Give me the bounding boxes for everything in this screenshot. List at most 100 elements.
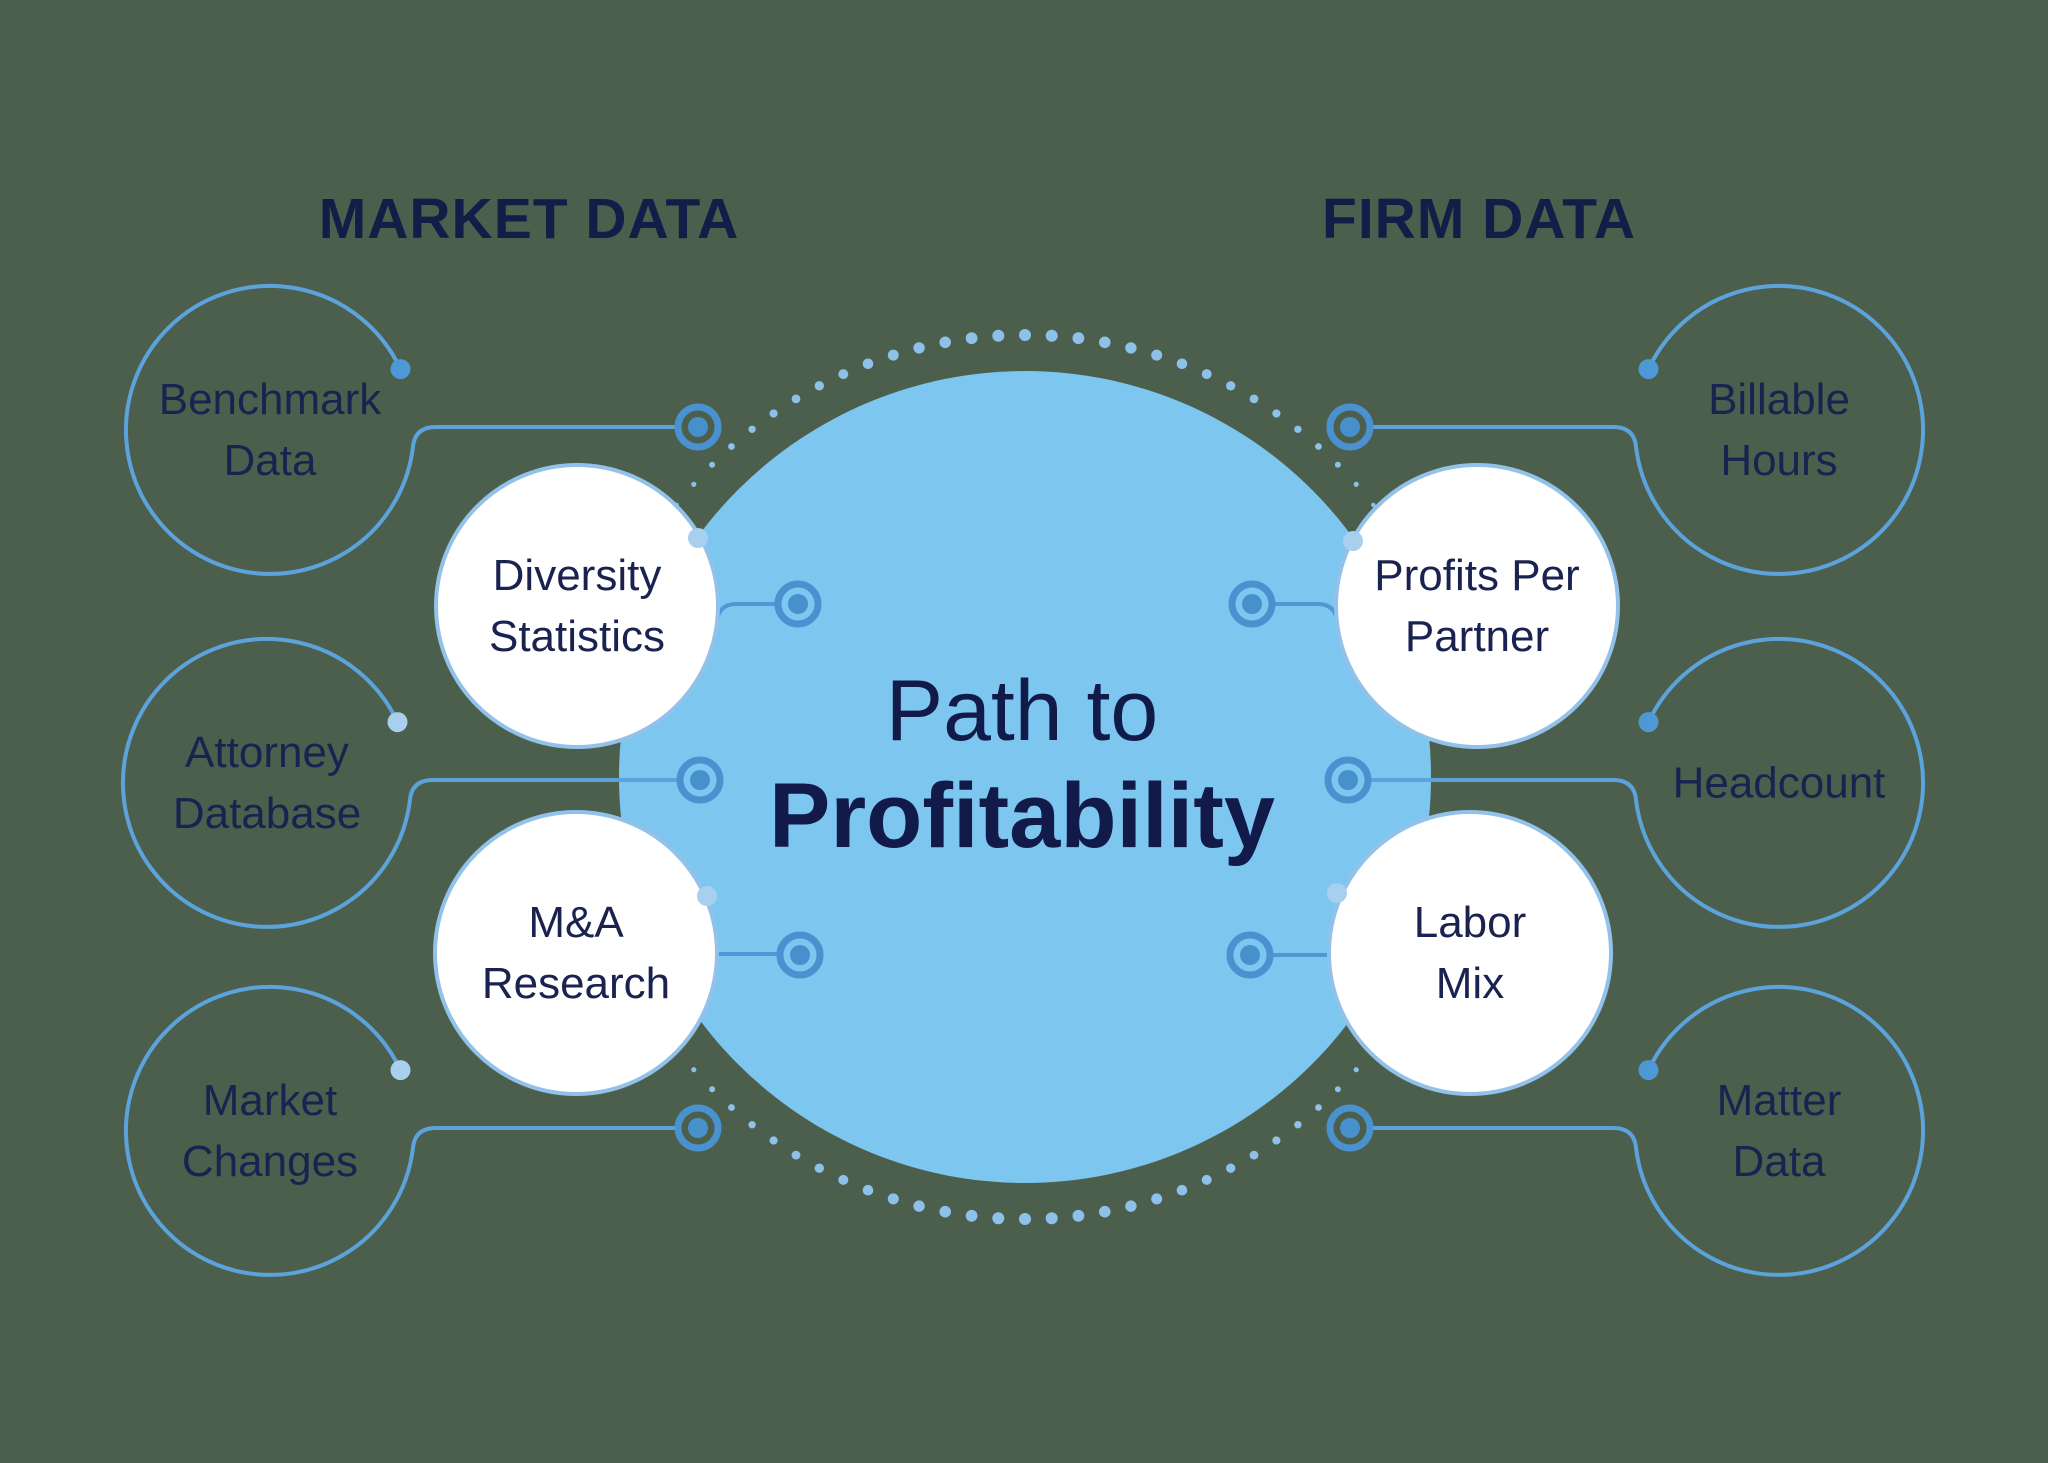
- arc-dot: [769, 1136, 778, 1145]
- arc-dot: [862, 358, 874, 370]
- arc-dot: [1315, 443, 1322, 450]
- node-attorney-line1: Attorney: [185, 728, 349, 777]
- connector-ring-matter: [1326, 1104, 1374, 1152]
- accent-dots: [688, 528, 1363, 906]
- metric-labor-mix: Labor Mix: [1414, 892, 1527, 1014]
- arc-dot: [992, 329, 1005, 342]
- center-title-line2: Profitability: [768, 765, 1276, 867]
- arc-dot: [791, 1150, 801, 1160]
- connector-ring-labor-mix: [1226, 931, 1274, 979]
- node-benchmark-line2: Data: [223, 436, 317, 485]
- arc-dot: [862, 1184, 874, 1196]
- arc-dot: [748, 425, 756, 433]
- node-billable-line2: Hours: [1720, 436, 1838, 485]
- arc-dot: [1249, 1150, 1259, 1160]
- metric-labor-line2: Mix: [1435, 959, 1505, 1008]
- ring-outer-profits: [1228, 580, 1276, 628]
- end-dot-benchmark-data: [390, 359, 411, 380]
- ring-dot-labor-mix: [1240, 945, 1260, 965]
- arc-dot: [1249, 394, 1259, 404]
- metric-profits-per-partner: Profits Per Partner: [1374, 545, 1579, 667]
- arc-dot: [1125, 342, 1137, 354]
- node-matter-data: Matter Data: [1717, 1070, 1842, 1192]
- arc-dot: [1353, 481, 1359, 487]
- end-dot-attorney-database: [387, 712, 408, 733]
- arc-dot: [1151, 349, 1163, 361]
- connector-rings: [674, 403, 1374, 1152]
- arc-dot: [769, 409, 778, 418]
- node-benchmark-line1: Benchmark: [158, 375, 382, 424]
- node-billable-line1: Billable: [1708, 375, 1850, 424]
- outer-circles: [120, 283, 1926, 1277]
- connector-ring-ma-research: [776, 931, 824, 979]
- arc-dot: [691, 1067, 697, 1073]
- metric-ma-research: M&A Research: [482, 892, 670, 1014]
- arc-dot: [838, 1174, 849, 1185]
- dotted-arc-top: [674, 329, 1376, 508]
- ring-dot-headcount: [1338, 770, 1358, 790]
- arc-dot: [1201, 1174, 1212, 1185]
- circle-profits-per-partner: [1334, 463, 1620, 749]
- circle-attorney-database: [120, 636, 680, 929]
- metric-profits-line2: Partner: [1404, 612, 1550, 661]
- metric-diversity-statistics: Diversity Statistics: [489, 545, 665, 667]
- node-market-changes-line1: Market: [202, 1076, 338, 1125]
- arc-dot: [1315, 1104, 1322, 1111]
- arc-dot: [814, 1163, 824, 1173]
- accent-dot: [697, 886, 717, 906]
- accent-dot: [688, 528, 708, 548]
- metric-diversity-line2: Statistics: [488, 612, 666, 661]
- ring-dot-profits: [1242, 594, 1262, 614]
- arc-dot: [1099, 336, 1111, 349]
- arc-dot: [1226, 381, 1236, 391]
- arc-dot: [1226, 1163, 1236, 1173]
- arc-dot: [887, 1193, 899, 1205]
- ring-dot-billable: [1340, 417, 1360, 437]
- metric-labor-line1: Labor: [1413, 898, 1527, 947]
- node-headcount: Headcount: [1673, 753, 1886, 814]
- arc-dot: [748, 1121, 756, 1129]
- metric-diversity-line1: Diversity: [492, 551, 662, 600]
- heading-firm-data: FIRM DATA: [1322, 187, 1636, 251]
- arc-dot: [1099, 1205, 1111, 1218]
- arc-dot: [1334, 461, 1341, 468]
- node-matter-line1: Matter: [1716, 1076, 1842, 1125]
- arc-dot: [913, 342, 925, 354]
- arc-dot: [1176, 1184, 1188, 1196]
- node-headcount-line1: Headcount: [1672, 758, 1886, 808]
- central-circle: [619, 371, 1431, 1183]
- node-market-changes: Market Changes: [182, 1070, 358, 1192]
- metric-profits-line1: Profits Per: [1374, 551, 1580, 600]
- connector-ring-market-changes: [674, 1104, 722, 1152]
- heading-market-data: MARKET DATA: [318, 187, 740, 251]
- arc-dot: [1019, 329, 1031, 341]
- node-matter-line2: Data: [1732, 1137, 1826, 1186]
- end-dot-market-changes: [390, 1060, 411, 1081]
- arc-dot: [1371, 502, 1376, 508]
- accent-dot: [1343, 531, 1363, 551]
- connector-ring-profits: [1228, 580, 1276, 628]
- ring-outer-market-changes: [674, 1104, 722, 1152]
- node-benchmark-data: Benchmark Data: [159, 369, 382, 491]
- arc-dot: [1045, 1212, 1058, 1225]
- arc-dot: [1072, 332, 1085, 345]
- arc-dot: [1151, 1193, 1163, 1205]
- arc-dot: [1072, 1209, 1085, 1222]
- node-billable-hours: Billable Hours: [1708, 369, 1850, 491]
- arc-dot: [1353, 1067, 1359, 1073]
- end-dot-matter-data: [1638, 1060, 1659, 1081]
- arc-dot: [791, 394, 801, 404]
- arc-dot: [939, 1205, 951, 1218]
- ring-outer-ma-research: [776, 931, 824, 979]
- node-market-changes-line2: Changes: [181, 1137, 359, 1186]
- arc-dot: [691, 481, 697, 487]
- arc-dot: [887, 349, 899, 361]
- circle-matter-data: [1370, 984, 1926, 1277]
- arc-dot: [1045, 329, 1058, 342]
- metric-ma-line2: Research: [481, 959, 671, 1008]
- ring-dot-ma-research: [790, 945, 810, 965]
- center-title: Path to Profitability: [769, 660, 1275, 870]
- ring-outer-matter: [1326, 1104, 1374, 1152]
